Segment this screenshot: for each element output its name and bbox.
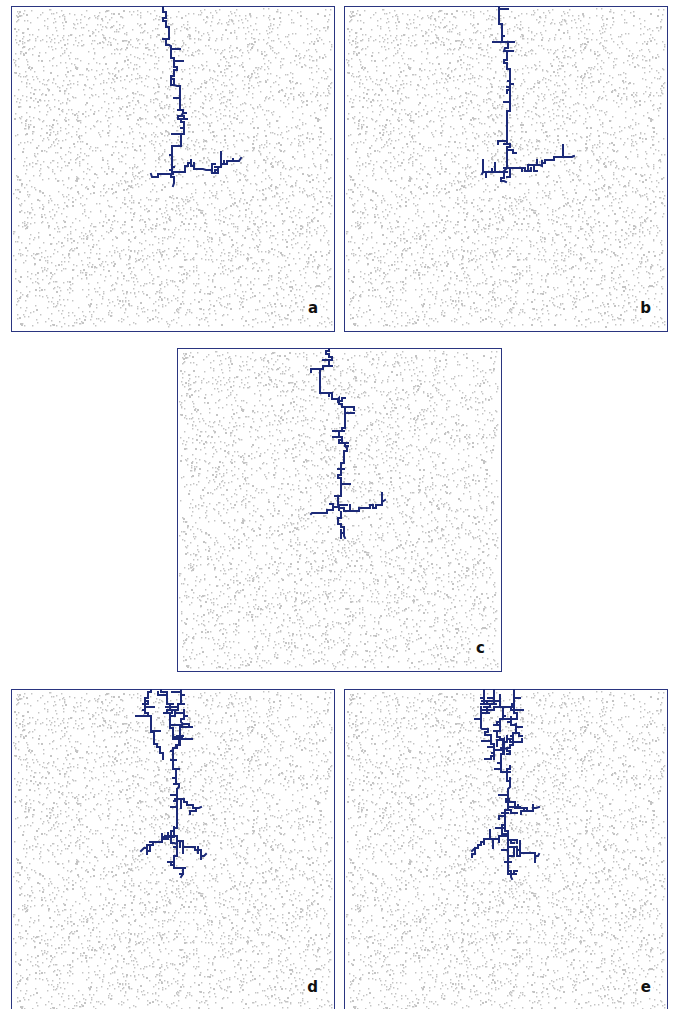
cluster-panel [11, 689, 335, 1009]
panel-frame [178, 349, 502, 672]
panel-frame [345, 7, 668, 332]
panel-letter: a [306, 300, 320, 317]
cluster-tree [136, 689, 206, 877]
panel-letter: c [474, 640, 487, 657]
panel-frame [345, 690, 668, 1009]
cluster-tree [311, 348, 385, 539]
panel-frame [12, 690, 335, 1009]
cluster-tree [151, 6, 241, 186]
panel-letter: e [639, 979, 653, 996]
cluster-panel [177, 348, 502, 672]
panel-letter: b [638, 300, 653, 317]
cluster-panel [11, 6, 335, 332]
panel-letter: d [305, 979, 320, 996]
panel-frame [12, 7, 335, 332]
cluster-tree [472, 689, 539, 879]
cluster-tree [482, 6, 574, 182]
cluster-panel [344, 6, 668, 332]
cluster-panel [344, 689, 668, 1009]
